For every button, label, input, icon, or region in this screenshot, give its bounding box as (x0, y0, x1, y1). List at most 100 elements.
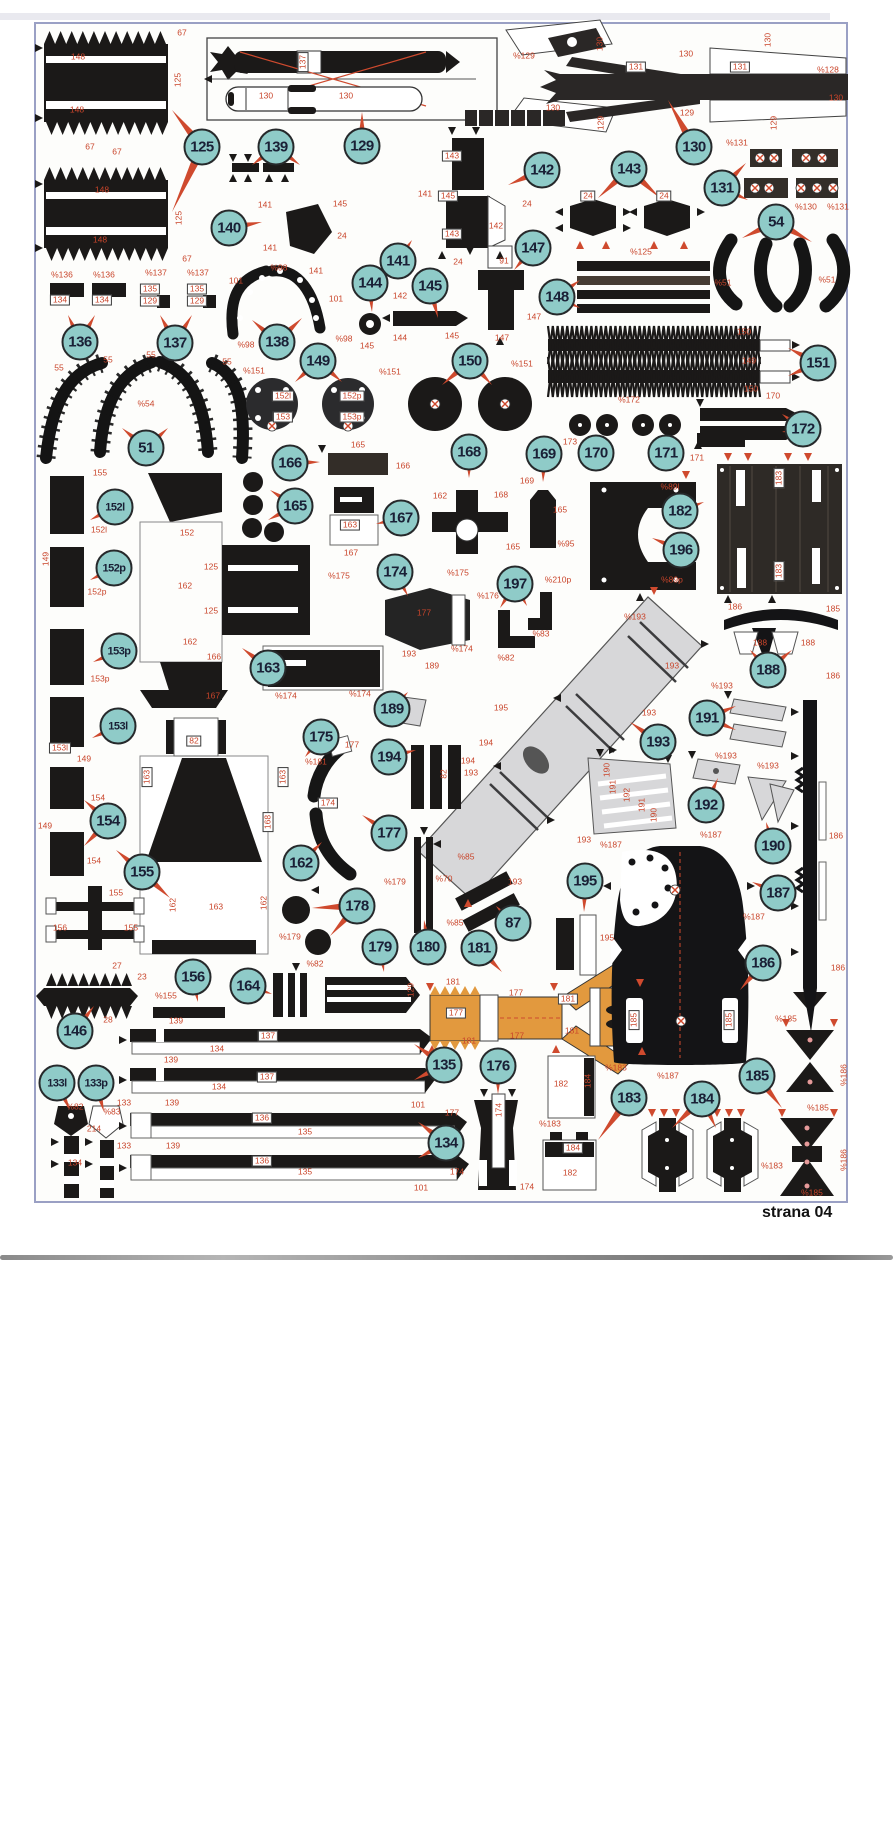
ref-label: %137 (145, 267, 167, 278)
ref-label: %187 (700, 829, 722, 840)
part-badge-186: 186 (744, 944, 782, 982)
part-badge-162: 162 (282, 844, 320, 882)
part-badge-176: 176 (479, 1047, 517, 1085)
part-badge-133l: 133l (38, 1064, 76, 1102)
ref-label: %85 (446, 917, 464, 928)
part-badge-142: 142 (523, 151, 561, 189)
part-badge-167: 167 (382, 499, 420, 537)
ref-label: 165 (350, 439, 366, 450)
ref-label: 130 (545, 102, 561, 113)
ref-label: 130 (594, 36, 605, 52)
ref-label: %98 (335, 333, 353, 344)
ref-label: 177 (416, 607, 432, 618)
part-badge-175: 175 (302, 718, 340, 756)
ref-label: 185 (825, 603, 841, 614)
ref-label: 131 (729, 61, 751, 73)
ref-label: 153 (272, 411, 294, 423)
ref-label: 101 (228, 275, 244, 286)
ref-label: %131 (726, 137, 748, 148)
ref-label: 129 (679, 107, 695, 118)
ref-label: 24 (522, 198, 532, 209)
ref-label: 134 (91, 294, 113, 306)
ref-label: %70 (435, 873, 453, 884)
ref-label: %136 (51, 269, 73, 280)
part-badge-195: 195 (566, 862, 604, 900)
ref-label: 195 (493, 702, 509, 713)
ref-label: 193 (401, 648, 417, 659)
part-badge-178: 178 (338, 887, 376, 925)
ref-label: 145 (444, 330, 460, 341)
ref-label: 125 (173, 210, 184, 226)
ref-label: %176 (477, 590, 499, 601)
ref-label: 27 (112, 960, 122, 971)
part-badge-172: 172 (784, 410, 822, 448)
part-badge-163: 163 (249, 649, 287, 687)
ref-label: 148 (94, 184, 110, 195)
part-badge-188: 188 (749, 651, 787, 689)
ref-label: 129 (186, 295, 208, 307)
ref-label: 152p (339, 390, 365, 402)
ref-label: %181 (305, 756, 327, 767)
part-badge-137: 137 (156, 324, 194, 362)
ref-label: 163 (277, 766, 289, 788)
ref-label: %130 (795, 201, 817, 212)
part-badge-187: 187 (759, 874, 797, 912)
part-badge-193: 193 (639, 723, 677, 761)
ref-label: 147 (526, 311, 542, 322)
part-badge-180: 180 (409, 928, 447, 966)
ref-label: 130 (762, 32, 773, 48)
scan-artifact-strip (0, 13, 830, 20)
ref-label: 177 (344, 739, 360, 750)
ref-label: 185 (628, 1009, 640, 1031)
part-badge-54: 54 (757, 203, 795, 241)
ref-label: 67 (182, 253, 192, 264)
part-badge-153l: 153l (99, 707, 137, 745)
ref-label: 101 (410, 1099, 426, 1110)
ref-label: 188 (800, 637, 816, 648)
ref-label: 148 (92, 234, 108, 245)
ref-label: 82 (186, 735, 202, 747)
ref-label: 168 (493, 489, 509, 500)
ref-label: 55 (222, 356, 232, 367)
ref-label: 55 (146, 349, 156, 360)
ref-label: 190 (648, 807, 659, 823)
part-badge-181: 181 (460, 929, 498, 967)
part-badge-165: 165 (276, 487, 314, 525)
ref-label: 150 (743, 383, 759, 394)
ref-label: 125 (172, 72, 183, 88)
ref-label: %174 (275, 690, 297, 701)
part-badge-192: 192 (687, 786, 725, 824)
ref-label: 134 (67, 1157, 83, 1168)
part-badge-87: 87 (494, 904, 532, 942)
ref-label: 141 (257, 199, 273, 210)
ref-label: 136 (251, 1155, 273, 1167)
ref-label: 67 (85, 141, 95, 152)
ref-label: 168 (262, 811, 274, 833)
part-badge-143: 143 (610, 150, 648, 188)
ref-label: 139 (165, 1140, 181, 1151)
ref-label: 55 (103, 354, 113, 365)
ref-label: 142 (392, 290, 408, 301)
ref-label: %137 (187, 267, 209, 278)
ref-label: 174 (317, 797, 339, 809)
part-badge-149: 149 (299, 342, 337, 380)
part-badge-134: 134 (427, 1124, 465, 1162)
ref-label: 162 (432, 490, 448, 501)
ref-label: 152l (271, 390, 295, 402)
ref-label: 153p (339, 411, 365, 423)
part-badge-148: 148 (538, 278, 576, 316)
ref-label: 177 (509, 1030, 525, 1041)
ref-label: 134 (49, 294, 71, 306)
ref-label: 174 (493, 1102, 504, 1118)
ref-label: 177 (508, 987, 524, 998)
ref-label: 191 (636, 797, 647, 813)
ref-label: 134 (209, 1043, 225, 1054)
ref-label: 141 (308, 265, 324, 276)
part-badge-129: 129 (343, 127, 381, 165)
ref-label: %51 (714, 277, 732, 288)
ref-label: 167 (343, 547, 359, 558)
part-badge-194: 194 (370, 738, 408, 776)
ref-label: 23 (137, 971, 147, 982)
ref-label: 137 (297, 51, 309, 73)
ref-label: 91 (499, 255, 509, 266)
